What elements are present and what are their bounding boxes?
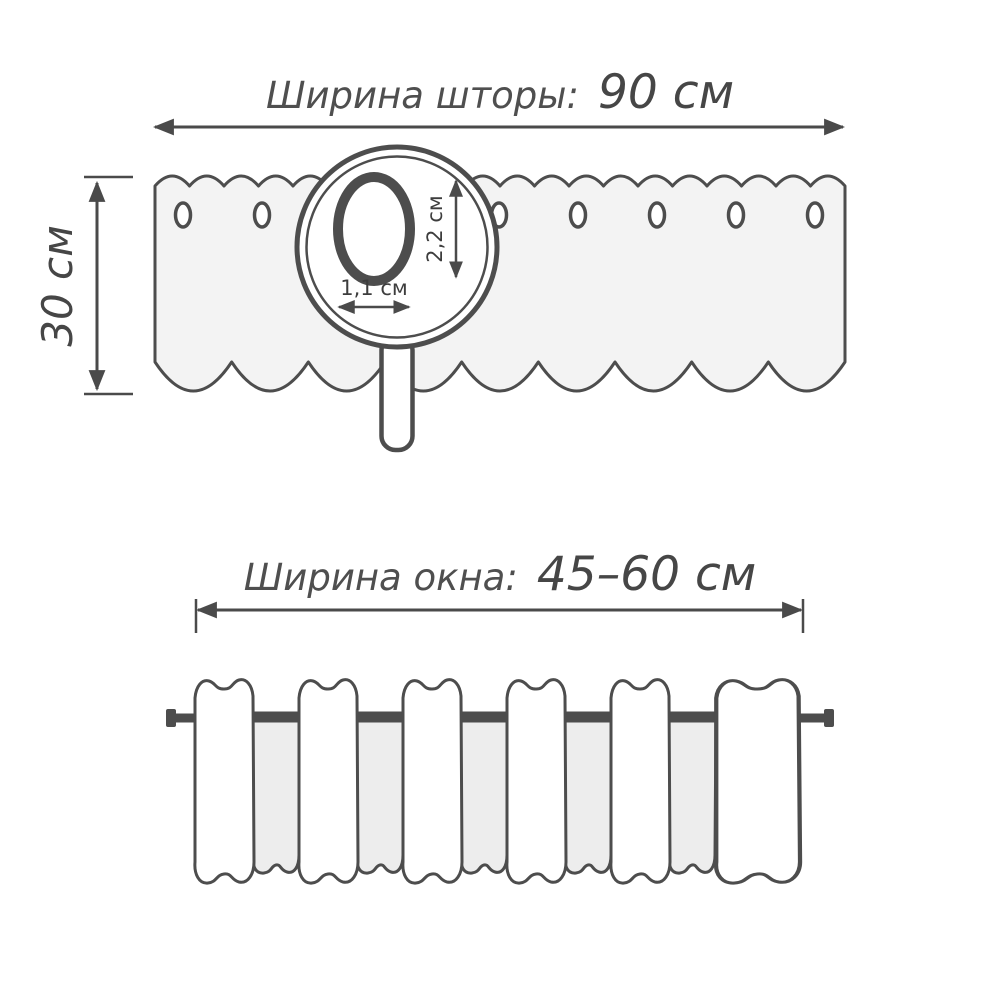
rod-end-cap-left xyxy=(166,709,176,727)
back-fold xyxy=(354,711,406,875)
window-width-title-label: Ширина окна: xyxy=(244,556,518,599)
front-fold xyxy=(193,678,256,885)
back-fold xyxy=(562,711,614,875)
front-fold xyxy=(297,678,360,885)
magnifier-handle xyxy=(379,333,415,453)
window-width-dimension xyxy=(194,599,805,633)
window-width-title-value: 45–60 см xyxy=(537,547,756,602)
eyelet-width-label: 1,1 см xyxy=(340,276,407,300)
curtain-width-title: Ширина шторы: 90 см xyxy=(266,65,734,120)
front-fold xyxy=(401,678,464,885)
back-fold xyxy=(666,711,718,875)
window-width-title: Ширина окна: 45–60 см xyxy=(244,547,757,602)
eyelet-hole xyxy=(173,201,193,229)
curtain-height-dimension: 30 см xyxy=(33,175,133,396)
gathered-curtain xyxy=(166,680,834,883)
back-fold xyxy=(250,711,302,875)
magnifier-lens-rim xyxy=(305,155,489,339)
front-fold xyxy=(505,678,568,885)
rod-end-cap-right xyxy=(824,709,834,727)
eyelet-height-label: 2,2 см xyxy=(423,195,447,262)
front-fold xyxy=(609,678,672,885)
eyelet-hole xyxy=(647,201,667,229)
curtain-height-label: 30 см xyxy=(33,225,82,347)
bottom-diagram: Ширина окна: 45–60 см xyxy=(166,547,834,883)
magnifier: 2,2 см 1,1 см xyxy=(294,144,500,453)
front-fold xyxy=(716,680,800,883)
curtain-width-title-label: Ширина шторы: xyxy=(266,74,579,117)
eyelet-hole xyxy=(568,201,588,229)
back-fold xyxy=(458,711,510,875)
eyelet-hole xyxy=(805,201,825,229)
eyelet-hole xyxy=(726,201,746,229)
eyelet-hole xyxy=(252,201,272,229)
zoomed-eyelet xyxy=(333,172,415,286)
curtain-width-title-value: 90 см xyxy=(598,65,734,120)
top-diagram: Ширина шторы: 90 см 30 см xyxy=(33,65,847,453)
